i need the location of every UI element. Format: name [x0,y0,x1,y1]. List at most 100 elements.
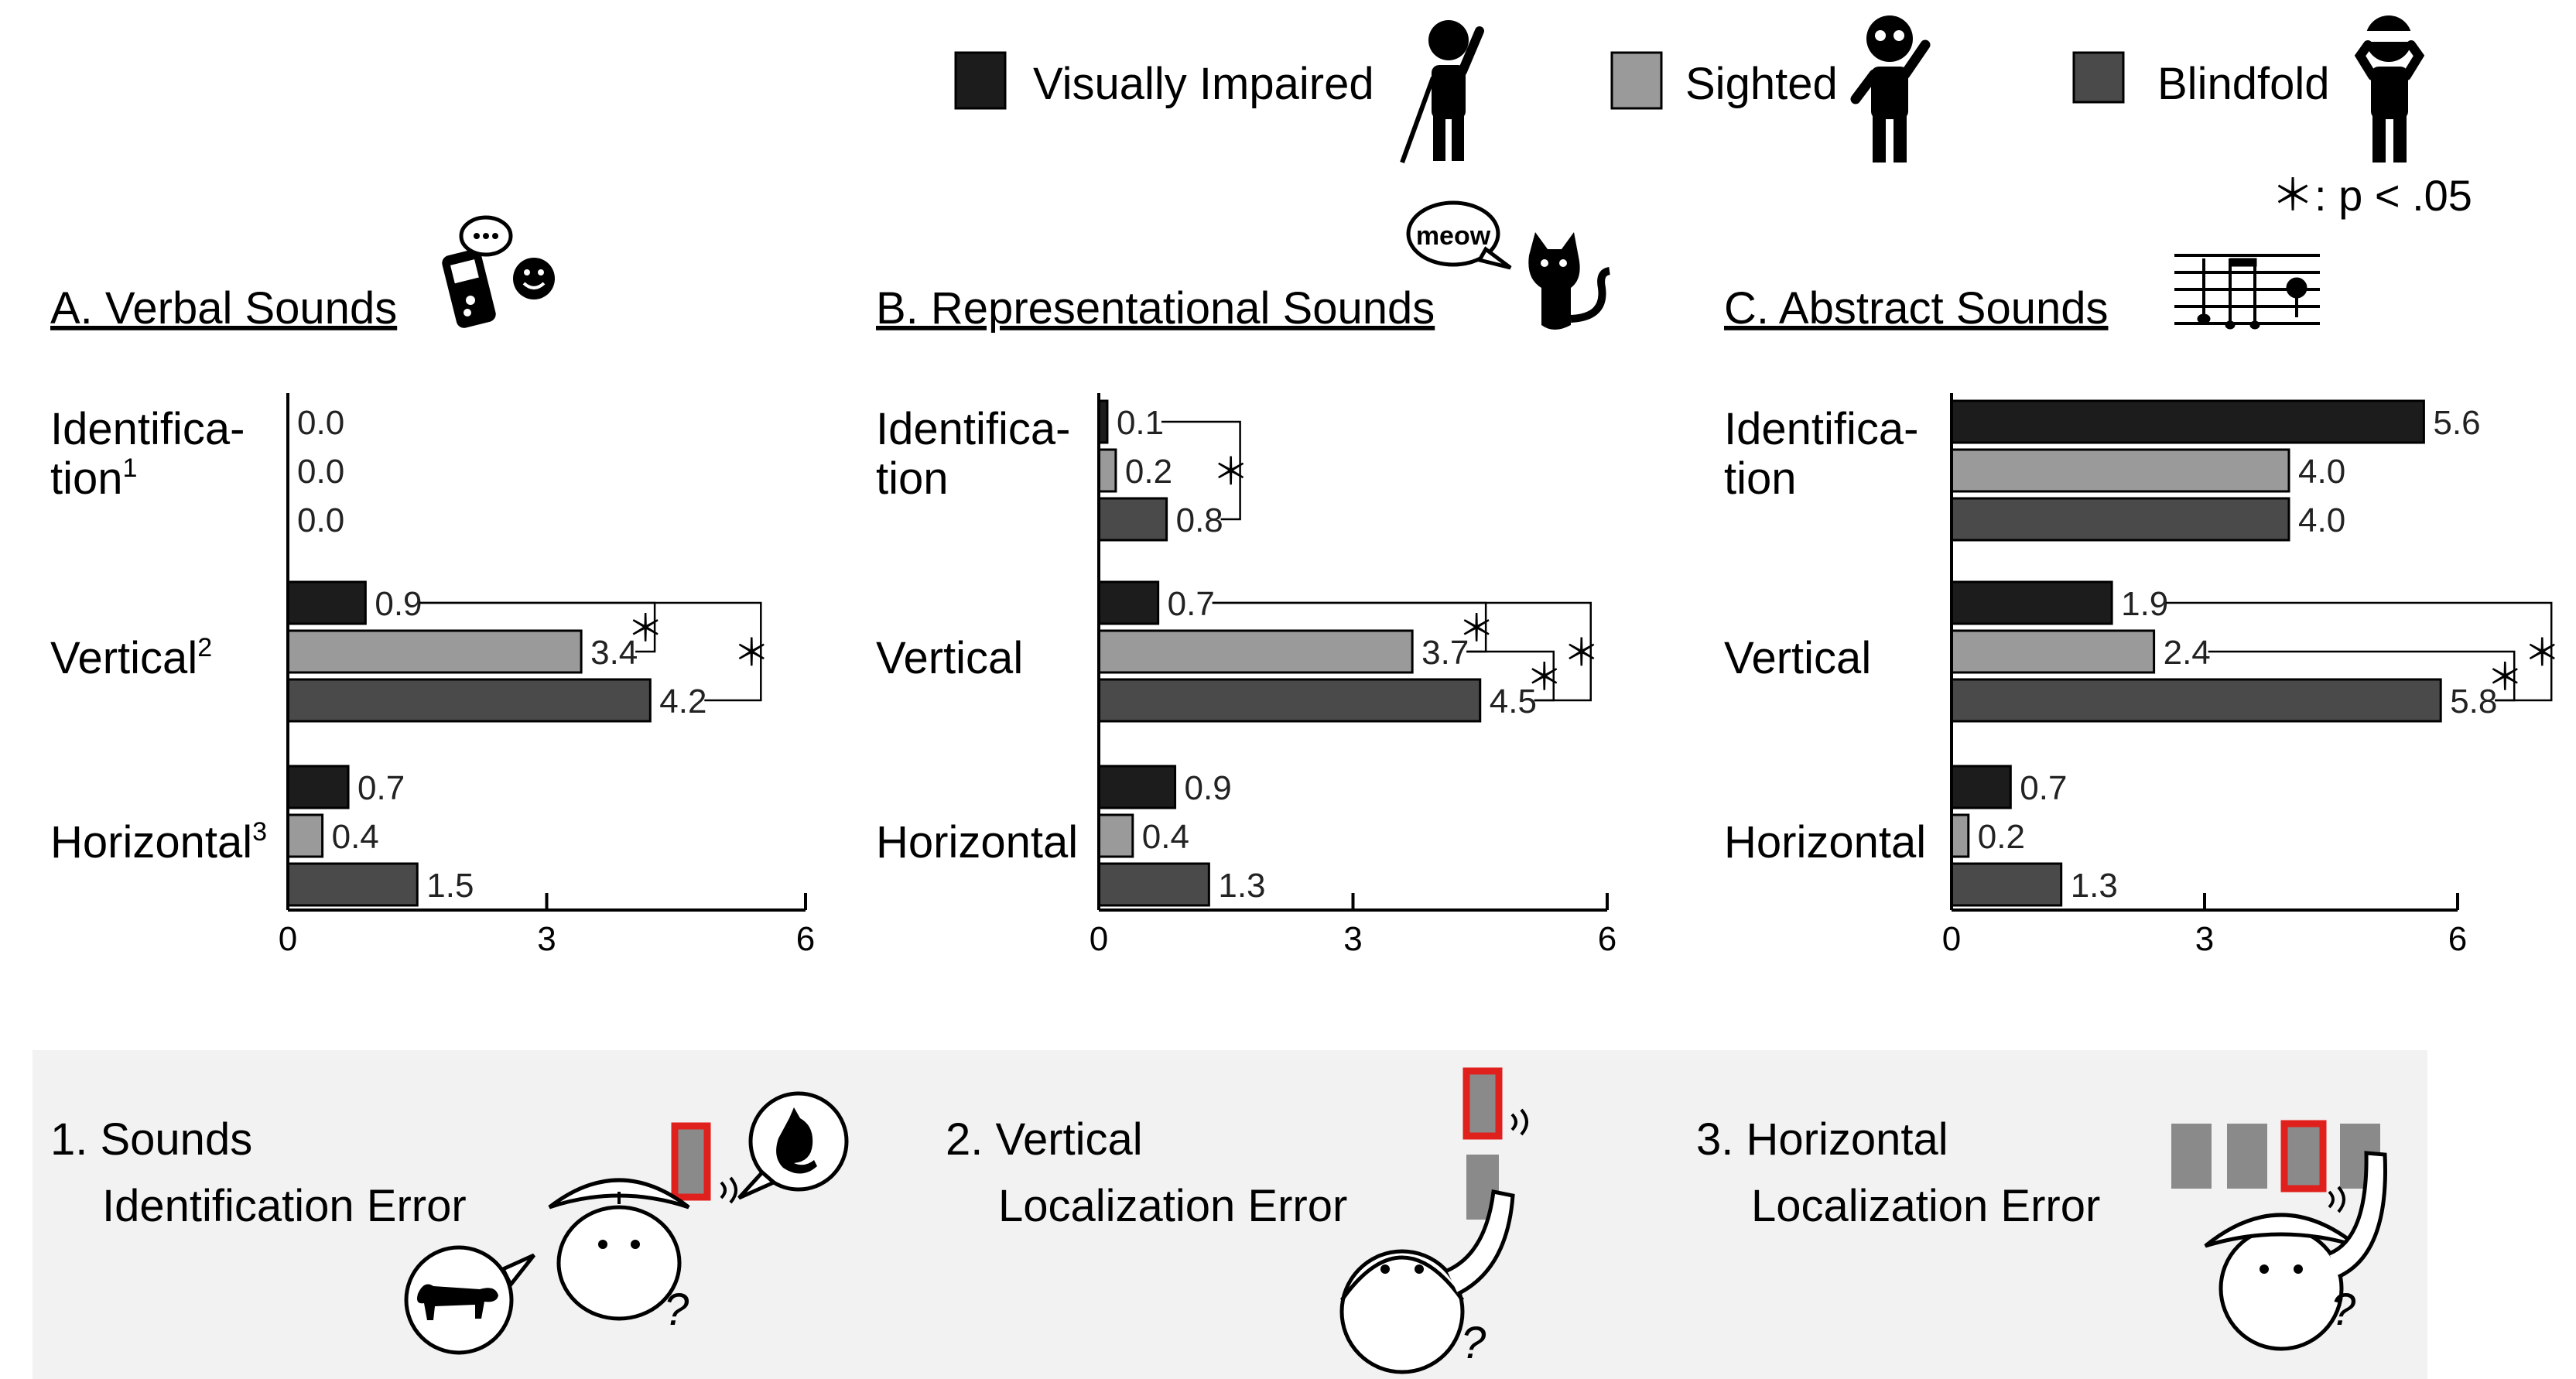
data-label: 4.0 [2298,501,2345,539]
footer-panel-title: 3. Horizontal [1696,1114,1948,1165]
bar [1097,497,1168,542]
significance-bracket: ＊ [419,601,664,653]
legend-swatch-visually-impaired [954,51,1007,110]
legend-swatch-blindfold [2072,51,2125,104]
data-label: 1.3 [1218,867,1265,905]
chart-panel-verbal: A. Verbal Sounds Identifica-tion1Vertica… [50,215,815,958]
legend-label-blindfold: Blindfold [2157,59,2329,109]
category-label: Identifica- [876,404,1070,454]
x-tick-label: 3 [2195,920,2214,958]
category-label-line2: tion [1724,453,1797,504]
footer-panel-subtitle: Identification Error [102,1181,467,1231]
bar [1097,813,1134,858]
legend-item-sighted: Sighted [1610,15,1931,163]
significance-marker: ＊ [627,609,664,650]
cat-meow-icon: meow [1406,200,1611,330]
data-label: 1.5 [426,867,474,905]
data-label: 1.9 [2121,585,2168,623]
category-label-line2: tion1 [50,453,137,504]
bar [286,862,419,907]
bar [1097,678,1482,723]
plot-area: Identifica-tionVerticalHorizontal0.10.20… [876,393,1616,958]
bar [286,765,350,809]
significance-marker: ＊ [1563,633,1600,674]
bar [286,813,324,858]
bar [1097,580,1160,625]
data-label: 0.2 [1978,818,2025,856]
data-label: 0.7 [357,769,405,807]
chart-panel-abstract: C. Abstract Sounds Identifica-tionVertic… [1724,254,2561,958]
data-label: 1.3 [2071,867,2118,905]
significance-marker: ＊ [2486,658,2523,699]
bar [286,629,583,674]
footer-panel-subtitle: Localization Error [998,1181,1347,1231]
significance-bracket: ＊ [2166,601,2561,702]
bar [286,678,652,723]
vertical-localization-illustration: ? [1339,1067,1528,1374]
bar [1950,448,2290,493]
person-with-cane-icon [1400,20,1484,164]
x-tick-label: 0 [1090,920,1108,958]
significance-marker: ＊ [1213,452,1250,493]
data-label: 0.2 [1125,453,1172,491]
category-superscript: 1 [123,453,138,483]
data-label: 0.9 [1185,769,1232,807]
x-tick-label: 3 [537,920,556,958]
legend-swatch-sighted [1610,51,1663,110]
bar [1950,813,1970,858]
question-mark: ? [664,1285,689,1335]
category-superscript: 2 [197,633,212,662]
significance-marker: ＊ [1526,658,1563,699]
question-mark: ? [1461,1318,1486,1368]
bar [1950,580,2113,625]
significance-marker: ＊ [2523,633,2561,674]
data-label: 0.9 [375,585,422,623]
question-mark: ? [2331,1285,2356,1335]
meow-text: meow [1416,221,1491,251]
footer-panel-identification: 1. Sounds Identification Error ? [50,1091,849,1355]
category-label-line2: tion [876,453,949,504]
sound-identification-illustration: ? [404,1091,849,1355]
category-label: Vertical2 [50,633,212,683]
significance-bracket: ＊ [1466,650,1563,702]
data-label: 0.0 [297,501,344,539]
bar [1950,678,2442,723]
chart-panel-representational: B. Representational Sounds meow Identifi… [876,200,1616,958]
category-label: Identifica- [1724,404,1918,454]
data-label: 4.5 [1490,683,1537,720]
x-tick-label: 6 [2448,920,2467,958]
significance-note: ＊: p < .05 [2271,171,2472,220]
music-staff-icon [2174,254,2320,330]
x-tick-label: 0 [279,920,297,958]
legend-label-sighted: Sighted [1685,59,1838,109]
significance-marker: ＊ [733,633,770,674]
footer-panel-horizontal: 3. Horizontal Localization Error ? [1696,1114,2387,1351]
data-label: 5.6 [2433,404,2480,442]
data-label: 4.0 [2298,453,2345,491]
data-label: 5.8 [2450,683,2497,720]
legend-item-blindfold: Blindfold [2072,15,2425,163]
chart-title: B. Representational Sounds [876,283,1435,334]
category-label: Vertical [876,633,1023,683]
significance-marker: ＊ [1458,609,1495,650]
legend-item-visually-impaired: Visually Impaired [954,20,1484,164]
data-label: 0.4 [332,818,379,856]
data-label: 3.7 [1421,634,1469,672]
bar [1950,629,2156,674]
bar [1097,448,1117,493]
category-label: Vertical [1724,633,1871,683]
category-superscript: 3 [252,817,267,847]
bracket-line [2166,601,2553,702]
footer-panel-subtitle: Localization Error [1751,1181,2100,1231]
bracket-line [419,601,762,702]
x-tick-label: 6 [1598,920,1616,958]
significance-bracket: ＊ [419,601,770,702]
significance-bracket: ＊ [1161,420,1250,521]
category-label: Identifica- [50,404,245,454]
category-label: Horizontal3 [50,817,267,867]
bar [1950,862,2063,907]
data-label: 4.2 [659,683,706,720]
bar [1950,765,2012,809]
footer-panel-title: 1. Sounds [50,1114,252,1165]
voice-recorder-speech-icon [442,215,555,328]
